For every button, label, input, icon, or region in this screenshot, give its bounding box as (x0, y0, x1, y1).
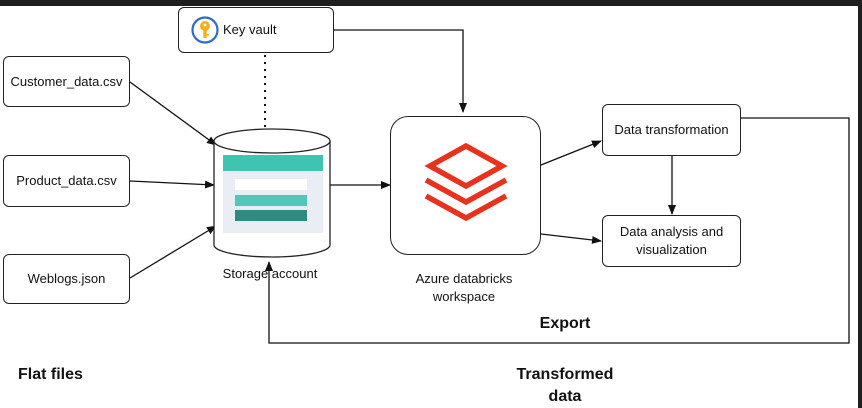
flat-files-label: Flat files (18, 366, 83, 383)
storage-account-cylinder (213, 128, 331, 258)
key-vault-icon (191, 16, 219, 44)
storage-account-label: Storage account (222, 266, 318, 281)
data-analysis-label: Data analysis and visualization (619, 224, 724, 257)
transformed-data-label: Transformed data (516, 366, 614, 405)
data-transformation-box: Data transformation (602, 104, 741, 156)
databricks-icon (420, 140, 512, 231)
databricks-box (390, 116, 541, 255)
key-vault-box: Key vault (178, 7, 334, 53)
weblogs-json-box: Weblogs.json (3, 254, 130, 304)
right-window-edge (858, 0, 862, 408)
customer-data-csv-label: Customer_data.csv (10, 73, 123, 89)
arrow-export-to-storage (265, 117, 850, 344)
arrow-databricks-to-transformation (540, 140, 602, 166)
weblogs-json-label: Weblogs.json (27, 271, 106, 286)
arrow-customer-to-storage (129, 81, 217, 146)
arrow-product-to-storage (129, 180, 215, 189)
arrow-databricks-to-analysis (540, 233, 602, 244)
data-analysis-box: Data analysis and visualization (602, 215, 741, 267)
databricks-label: Azure databricks workspace (415, 271, 513, 304)
data-transformation-label: Data transformation (614, 122, 729, 137)
customer-data-csv-box: Customer_data.csv (3, 56, 130, 107)
product-data-csv-label: Product_data.csv (16, 173, 117, 188)
arrow-weblogs-to-storage (129, 225, 217, 279)
top-window-edge (0, 0, 862, 6)
product-data-csv-box: Product_data.csv (3, 155, 130, 207)
key-vault-label: Key vault (223, 22, 277, 37)
storage-account-icon (223, 155, 323, 233)
export-label: Export (539, 315, 591, 332)
arrow-key-vault-to-databricks (334, 29, 467, 113)
